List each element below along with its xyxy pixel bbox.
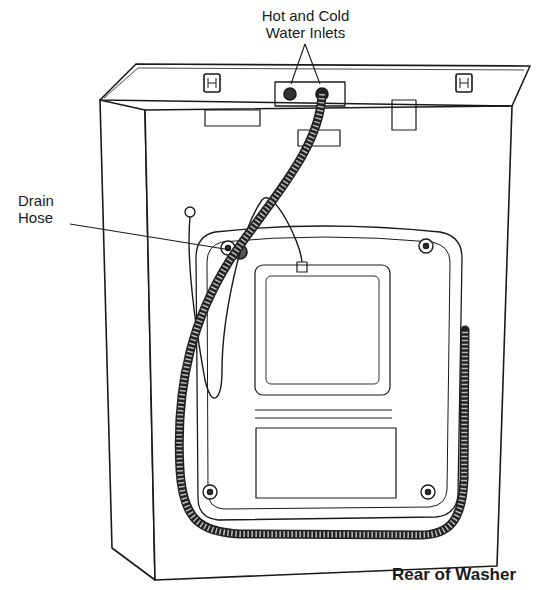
figure-caption: Rear of Washer — [392, 566, 516, 583]
part-label: Drain Hose — [18, 192, 68, 226]
part-label: Hot and Cold Water Inlets — [248, 7, 363, 41]
